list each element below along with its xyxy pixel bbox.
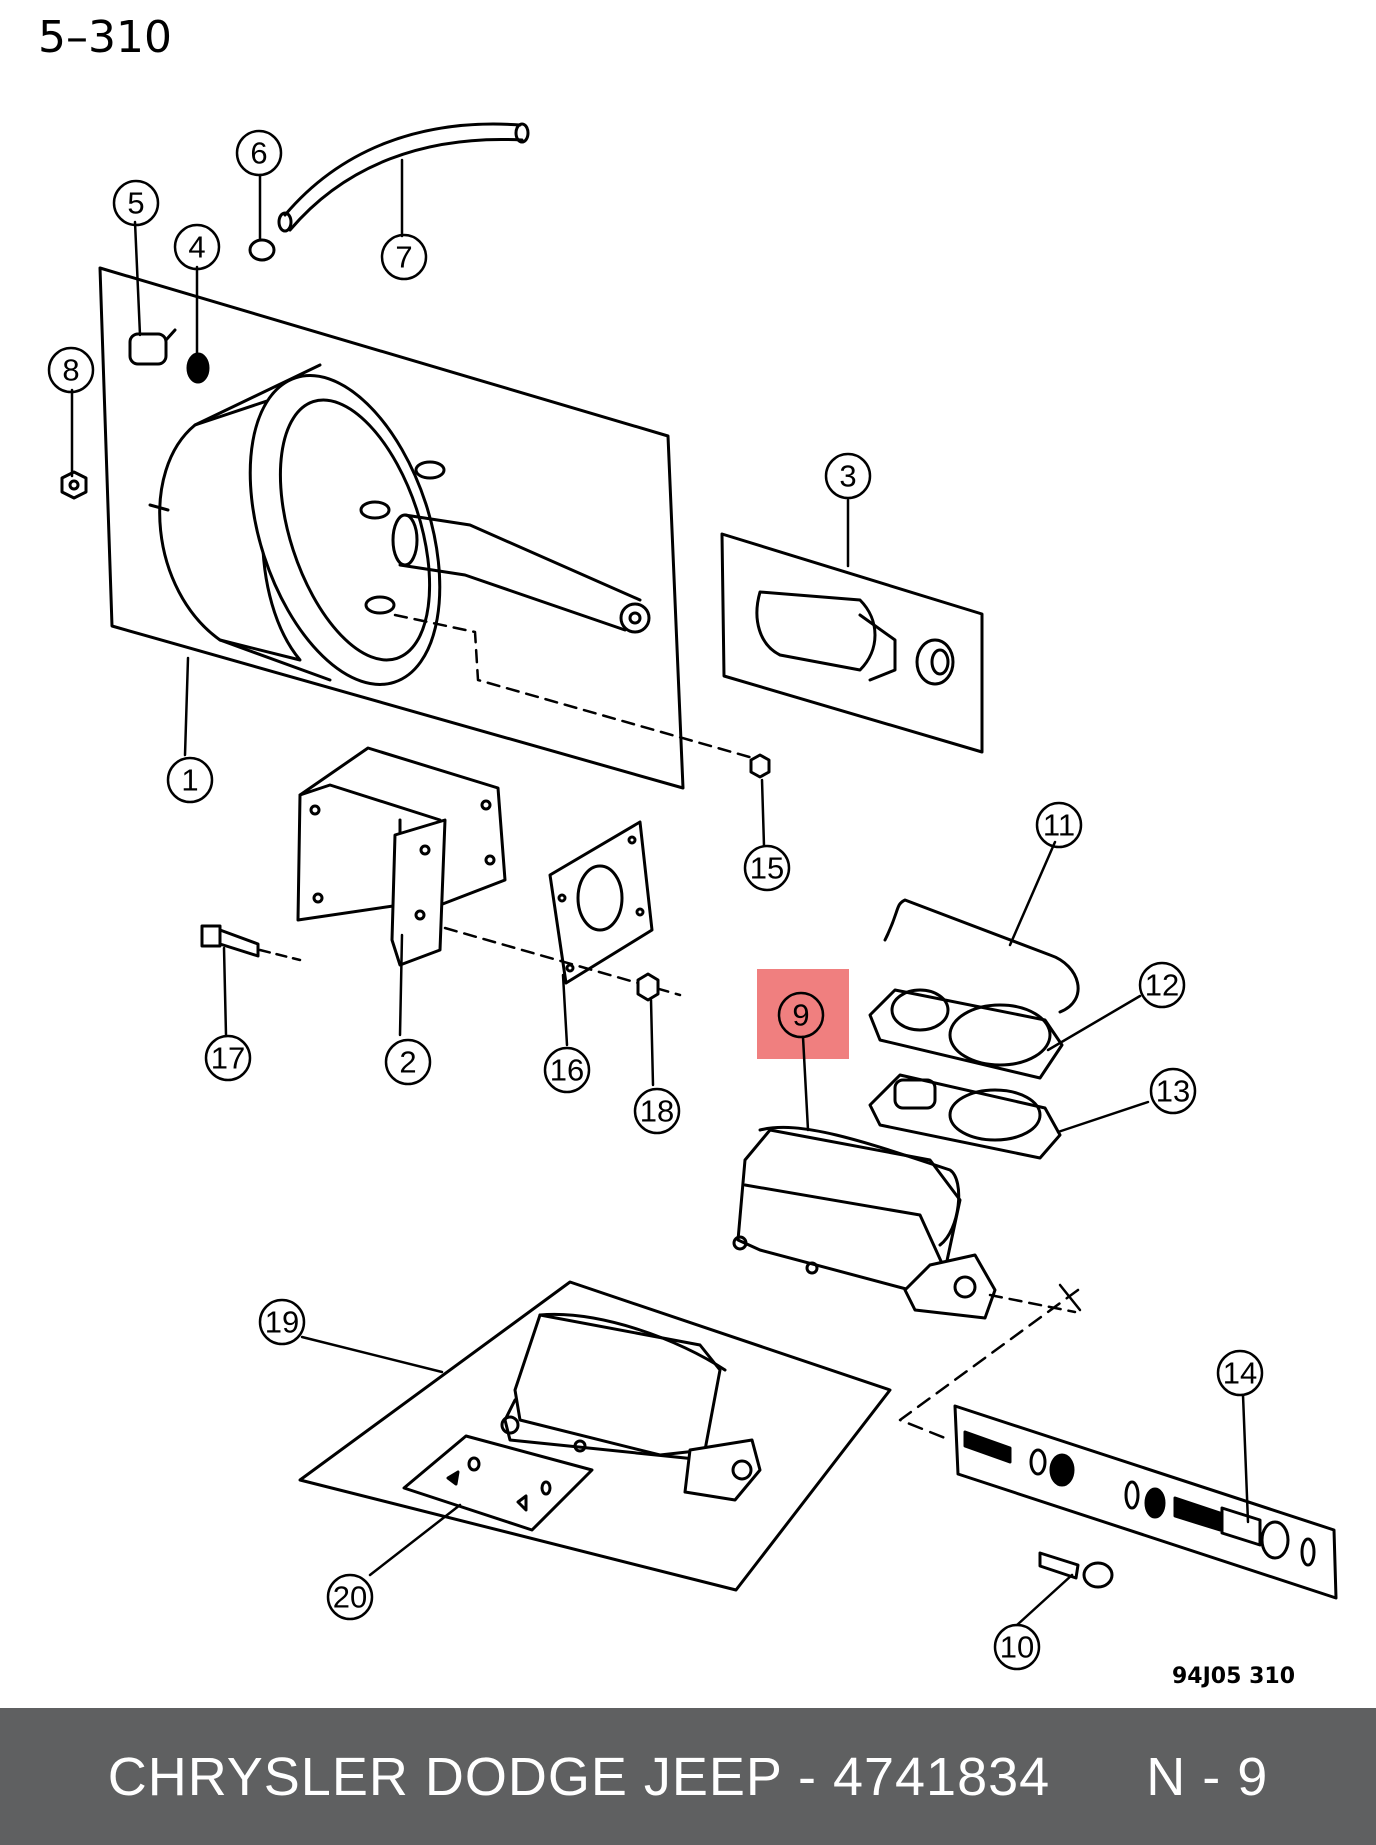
callout-7: 7 bbox=[395, 240, 412, 275]
page-id: 5–310 bbox=[38, 12, 172, 63]
axis-line bbox=[898, 1288, 1080, 1442]
vacuum-hose bbox=[277, 122, 530, 233]
leader-lines bbox=[70, 158, 1250, 1627]
callout-10: 10 bbox=[1000, 1630, 1034, 1665]
adapter-kit bbox=[720, 532, 984, 754]
callout-9: 9 bbox=[792, 998, 809, 1033]
callout-1: 1 bbox=[181, 763, 198, 798]
hose-clamp bbox=[248, 238, 276, 262]
position-label: N - 9 bbox=[1146, 1746, 1269, 1807]
callout-17: 17 bbox=[211, 1041, 245, 1076]
callout-16: 16 bbox=[550, 1053, 584, 1088]
callout-15: 15 bbox=[750, 851, 784, 886]
piston-kit bbox=[953, 1404, 1338, 1600]
axis-tick bbox=[1058, 1283, 1082, 1312]
master-cylinder bbox=[732, 1125, 1077, 1320]
figure-code: 94J05 310 bbox=[1172, 1664, 1295, 1689]
callout-18: 18 bbox=[640, 1094, 674, 1129]
booster-assembly bbox=[98, 266, 762, 790]
callout-5: 5 bbox=[127, 186, 144, 221]
brand-name: CHRYSLER DODGE JEEP bbox=[107, 1746, 782, 1807]
grommet bbox=[186, 352, 210, 384]
callout-3: 3 bbox=[839, 459, 856, 494]
booster-gasket bbox=[548, 820, 654, 985]
callout-20: 20 bbox=[333, 1580, 367, 1615]
exploded-parts-diagram: 5 4 6 7 8 1 3 15 11 12 13 9 2 17 16 18 1… bbox=[47, 122, 1338, 1671]
bleeder-screw bbox=[1038, 1551, 1114, 1589]
footer-gap bbox=[1050, 1747, 1146, 1807]
callout-2: 2 bbox=[399, 1045, 416, 1080]
callout-8: 8 bbox=[62, 353, 79, 388]
check-valve-fitting bbox=[128, 328, 177, 366]
part-number: 4741834 bbox=[832, 1746, 1051, 1807]
footer-caption: CHRYSLER DODGE JEEP - 4741834 N - 9 bbox=[108, 1746, 1269, 1808]
callout-4: 4 bbox=[188, 230, 205, 265]
cover-gasket bbox=[868, 1073, 1062, 1160]
booster-nut bbox=[60, 470, 88, 500]
callout-14: 14 bbox=[1223, 1356, 1257, 1391]
footer-bar: CHRYSLER DODGE JEEP - 4741834 N - 9 bbox=[0, 1708, 1376, 1845]
callout-13: 13 bbox=[1156, 1074, 1190, 1109]
seal-kit bbox=[402, 1434, 594, 1532]
reservoir-cover bbox=[868, 988, 1064, 1080]
mounting-nut bbox=[749, 753, 771, 779]
mounting-bolt bbox=[200, 924, 302, 962]
callout-12: 12 bbox=[1145, 968, 1179, 1003]
callout-19: 19 bbox=[265, 1305, 299, 1340]
cylinder-kit-inset bbox=[298, 1280, 892, 1592]
bracket-nut bbox=[636, 972, 660, 1002]
callout-circles bbox=[47, 129, 1264, 1671]
callout-11: 11 bbox=[1043, 808, 1075, 843]
cover-retainer-wire bbox=[883, 898, 1080, 1014]
separator: - bbox=[781, 1746, 833, 1807]
mounting-bracket bbox=[296, 746, 507, 967]
callout-6: 6 bbox=[250, 136, 267, 171]
